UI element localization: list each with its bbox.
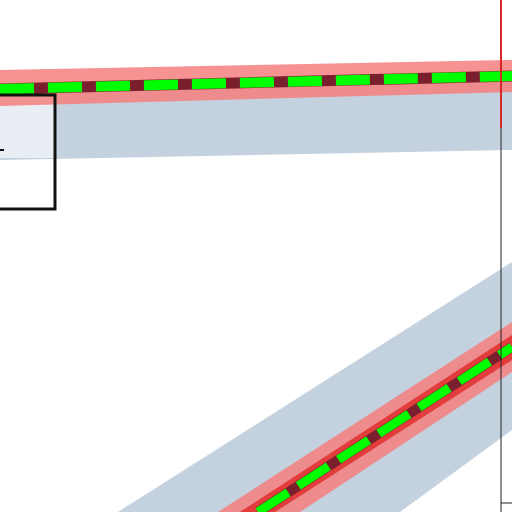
route-diagonal-halo: [218, 322, 512, 512]
corridor-diagonal: [118, 262, 512, 512]
building-outline: [0, 93, 57, 211]
route-diagonal-core: [240, 335, 512, 512]
route-top-dashes: [0, 71, 512, 94]
route-diagonal-dashes: [255, 343, 512, 512]
